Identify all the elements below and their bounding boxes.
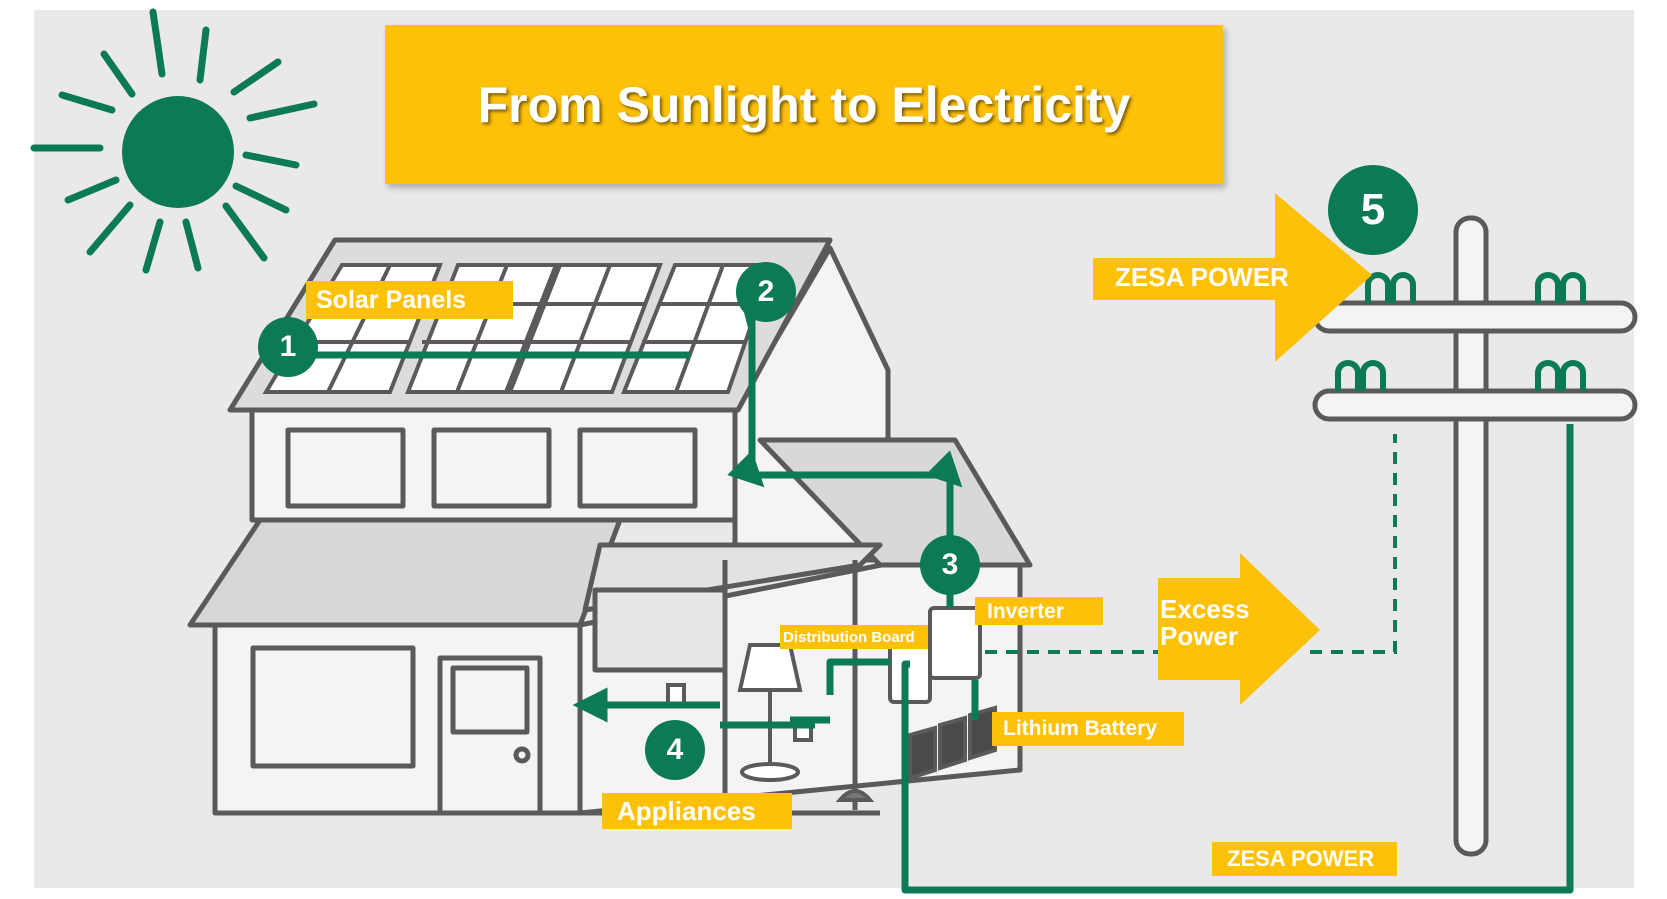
distribution-board-box: [888, 638, 932, 704]
wall-picture: [592, 587, 728, 673]
step-badge-4: 4: [645, 720, 705, 780]
inverter-box: [928, 606, 982, 680]
sun-icon: [30, 8, 318, 274]
pole-insulators: [1335, 272, 1586, 391]
label-excess-power-line1: Excess: [1160, 594, 1250, 624]
label-zesa-power-top: ZESA POWER: [1115, 262, 1289, 292]
excess-power-arrow: [1158, 553, 1320, 705]
step-badge-2: 2: [736, 262, 796, 322]
utility-pole: [1312, 215, 1638, 857]
label-inverter: Inverter: [975, 597, 1103, 625]
page-title: From Sunlight to Electricity: [477, 76, 1131, 133]
window: [285, 427, 406, 509]
pole-shaft: [1453, 215, 1489, 857]
title-banner: From Sunlight to Electricity: [385, 25, 1223, 184]
step-badge-3: 3: [920, 535, 980, 595]
house-porch-roof: [187, 517, 623, 628]
window: [250, 645, 416, 769]
solar-panel: [507, 263, 663, 394]
step-badge-1: 1: [258, 317, 318, 377]
pole-crossarm: [1312, 388, 1638, 422]
label-excess-power-line2: Power: [1160, 621, 1239, 652]
door-knob: [513, 746, 531, 764]
label-solar-panels: Solar Panels: [306, 281, 513, 319]
excess-power-dashed-line: [985, 434, 1397, 654]
label-distribution-board: Distribution Board: [780, 625, 928, 649]
lamp-icon: [737, 643, 803, 782]
window: [431, 427, 552, 509]
grid-return-line: [901, 424, 1574, 894]
ground-pipe-icon: [835, 789, 875, 802]
label-excess-power: Excess Power: [1160, 594, 1250, 652]
step-badge-5: 5: [1328, 165, 1418, 255]
label-zesa-power-bottom: ZESA POWER: [1212, 842, 1397, 876]
lithium-battery-icon: [908, 705, 997, 781]
label-appliances: Appliances: [602, 793, 792, 829]
zesa-power-arrow: [1093, 193, 1372, 362]
pole-crossarm: [1312, 300, 1638, 334]
label-lithium-battery: Lithium Battery: [992, 712, 1184, 746]
window: [577, 427, 698, 509]
board-to-appliances-line: [826, 658, 890, 695]
